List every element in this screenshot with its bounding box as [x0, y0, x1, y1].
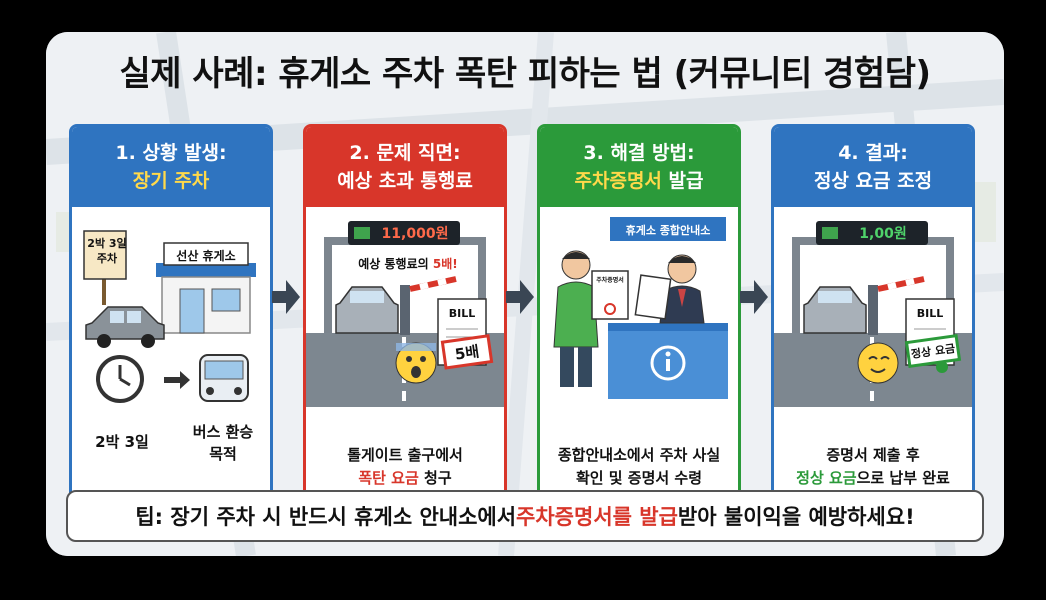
rest-area-sign: 선산 휴게소 — [176, 249, 236, 263]
panel-body: 11,000원 예상 통행료의 5배! BILL 5배 톨게이트 출구에서 폭탄… — [306, 207, 504, 498]
panel-caption: 종합안내소에서 주차 사실 확인 및 증명서 수령 — [540, 444, 738, 490]
toll-note-text: 예상 통행료의 — [358, 257, 433, 271]
info-desk-illustration — [553, 217, 728, 399]
panel-body: 1,00원 BILL 정상 요금 증명서 제출 후 정상 요금으로 납부 완료 — [774, 207, 972, 498]
bus-transfer-label: 버스 환승 — [192, 423, 254, 441]
caption-highlight: 폭탄 요금 — [358, 469, 419, 487]
step-panel-situation: 1. 상황 발생: 장기 주차 — [69, 124, 273, 501]
bill-label: BILL — [448, 307, 476, 320]
tollgate-paid-illustration — [774, 221, 972, 407]
panel-caption: 증명서 제출 후 정상 요금으로 납부 완료 — [774, 444, 972, 490]
tip-suffix: 받아 불이익을 예방하세요! — [677, 505, 915, 529]
tollgate-illustration — [306, 221, 504, 407]
page-title: 실제 사례: 휴게소 주차 폭탄 피하는 법 (커뮤니티 경험담) — [119, 54, 931, 94]
toll-amount-display: 11,000원 — [381, 226, 449, 242]
bus-purpose-label: 목적 — [209, 445, 237, 463]
panel-step-title: 2. 문제 직면: — [349, 142, 461, 164]
panel-step-highlight: 주차증명서 — [574, 170, 662, 192]
panel-header: 2. 문제 직면: 예상 초과 통행료 — [306, 127, 504, 207]
toll-note-highlight: 5배! — [432, 257, 458, 271]
sign-park-text: 주차 — [96, 252, 118, 265]
panel-header: 4. 결과: 정상 요금 조정 — [774, 127, 972, 207]
step-panel-solution: 3. 해결 방법: 주차증명서 발급 — [537, 124, 741, 501]
caption-highlight: 정상 요금 — [796, 469, 857, 487]
panel-caption: 톨게이트 출구에서 폭탄 요금 청구 — [306, 444, 504, 490]
panel-header: 3. 해결 방법: 주차증명서 발급 — [540, 127, 738, 207]
panel-step-subtitle: 발급 — [661, 170, 704, 192]
step-panel-problem: 2. 문제 직면: 예상 초과 통행료 — [303, 124, 507, 501]
panel-header: 1. 상황 발생: 장기 주차 — [72, 127, 270, 207]
step-arrow-icon — [740, 280, 768, 314]
rest-area-illustration — [83, 230, 256, 403]
panel-body: 2박 3일 주차 선산 휴게소 2박 3일 버스 환승 목적 — [72, 207, 270, 498]
tip-highlight: 주차증명서를 발급 — [516, 505, 678, 529]
bill-label: BILL — [916, 307, 944, 320]
caption-line: 증명서 제출 후 — [826, 446, 920, 464]
certificate-label: 주차증명서 — [596, 277, 624, 284]
panel-step-subtitle: 정상 요금 조정 — [813, 170, 933, 192]
panel-step-title: 3. 해결 방법: — [583, 142, 695, 164]
duration-label: 2박 3일 — [95, 433, 149, 451]
caption-line: 톨게이트 출구에서 — [347, 446, 463, 464]
step-arrow-icon — [506, 280, 534, 314]
panel-step-subtitle: 장기 주차 — [132, 170, 210, 192]
step-panel-result: 4. 결과: 정상 요금 조정 — [771, 124, 975, 501]
sign-stay-text: 2박 3일 — [87, 237, 127, 250]
caption-rest: 으로 납부 완료 — [856, 469, 950, 487]
caption-line: 종합안내소에서 주차 사실 — [557, 446, 721, 464]
step-arrow-icon — [272, 280, 300, 314]
panel-body: 휴게소 종합안내소 주차증명서 종합안내소에서 주차 사실 확인 및 증명서 수… — [540, 207, 738, 498]
panel-step-title: 1. 상황 발생: — [115, 142, 227, 164]
caption-line: 확인 및 증명서 수령 — [575, 469, 703, 487]
caption-rest: 청구 — [418, 469, 452, 487]
tip-text: 팁: 장기 주차 시 반드시 휴게소 안내소에서 — [135, 505, 517, 529]
panel-step-title: 4. 결과: — [838, 142, 908, 164]
panel-step-subtitle: 예상 초과 통행료 — [337, 170, 473, 192]
info-desk-sign: 휴게소 종합안내소 — [625, 224, 711, 237]
toll-amount-display: 1,00원 — [859, 226, 907, 242]
infographic-frame: 실제 사례: 휴게소 주차 폭탄 피하는 법 (커뮤니티 경험담) 1. 상황 … — [46, 32, 1004, 556]
